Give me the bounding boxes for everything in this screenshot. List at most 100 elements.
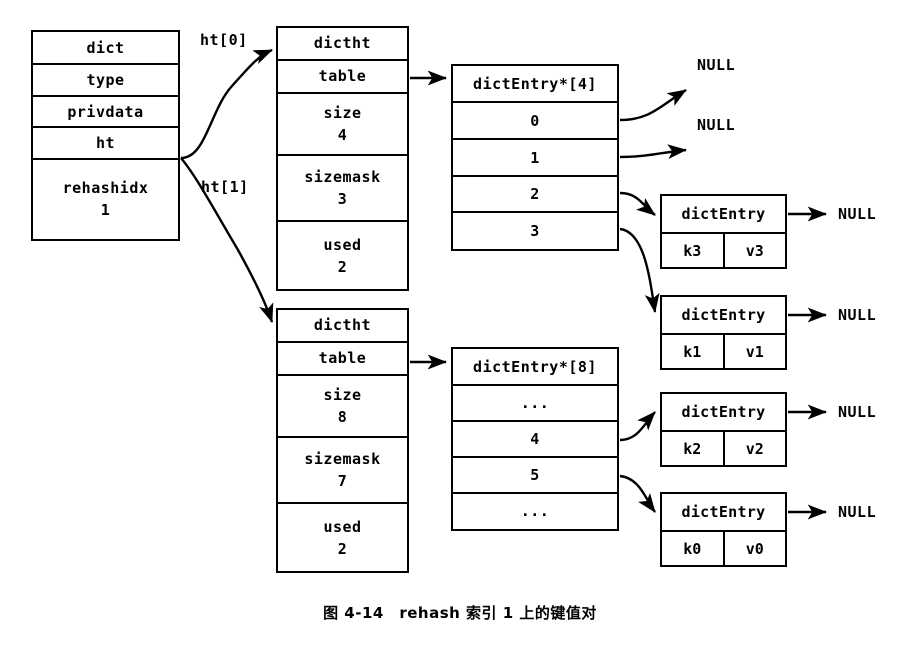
table1-slot-5-label: 5: [530, 466, 540, 484]
dict-entry-3: dictEntry k0 v0: [660, 492, 787, 567]
table1-slot-ellipsis-bottom: ...: [453, 494, 617, 528]
dict-entry-0-key: k3: [662, 234, 725, 267]
table1-slot-5: 5: [453, 458, 617, 494]
dictht1-title: dictht: [278, 310, 407, 343]
table0-slot-1: 1: [453, 140, 617, 177]
wire-slot1-null: [619, 144, 687, 160]
dict-entry-0-kv: k3 v3: [662, 234, 785, 267]
dict-field-privdata-label: privdata: [67, 102, 144, 121]
dictht1-field-used-value: 2: [337, 539, 348, 558]
dict-entry-2-key: k2: [662, 432, 725, 465]
dict-entry-0-value: v3: [745, 241, 764, 260]
dict-field-rehashidx: rehashidx 1: [33, 160, 178, 238]
dict-field-type: type: [33, 65, 178, 97]
table0-title-label: dictEntry*[4]: [473, 74, 597, 93]
dictht1-struct: dictht table size 8 sizemask 7 used 2: [276, 308, 409, 573]
table1-slot-ellipsis-top: ...: [453, 386, 617, 422]
dictht1-field-size-value: 8: [337, 407, 348, 426]
dict-entry-1-kv: k1 v1: [662, 335, 785, 368]
wire-slot2-entry0: [619, 191, 656, 216]
dictht0-field-used-value: 2: [337, 257, 348, 276]
dictht0-title: dictht: [278, 28, 407, 61]
table0-slot-1-label: 1: [530, 148, 540, 167]
table0-slot-2: 2: [453, 177, 617, 213]
dictht1-field-size: size 8: [278, 375, 407, 438]
dictht1-field-used-label: used: [323, 517, 362, 536]
dictht0-field-sizemask-label: sizemask: [304, 167, 381, 186]
dict-entry-3-title-label: dictEntry: [681, 503, 766, 521]
dictht0-field-sizemask: sizemask 3: [278, 155, 407, 223]
dictht1-field-sizemask: sizemask 7: [278, 437, 407, 505]
table1-slot-ellipsis-top-label: ...: [520, 394, 550, 412]
wire-ht0: [180, 48, 273, 160]
null-label-slot0: NULL: [697, 56, 736, 74]
null-label-entry2: NULL: [838, 403, 877, 421]
figure-caption: 图 4-14 rehash 索引 1 上的键值对: [323, 604, 597, 622]
ht1-pointer-label: ht[1]: [201, 178, 249, 196]
dict-entry-1: dictEntry k1 v1: [660, 295, 787, 370]
dictht0-field-table-label: table: [318, 67, 367, 86]
dict-field-ht-label: ht: [95, 134, 116, 152]
table0-slot-0-label: 0: [530, 111, 540, 130]
wire-slot3-entry1: [619, 227, 660, 313]
dictht0-field-size-value: 4: [337, 125, 348, 144]
dictht0-field-size-label: size: [323, 103, 362, 122]
dictht0-title-label: dictht: [313, 34, 372, 53]
wire-slot4-entry2: [619, 411, 656, 442]
ht0-pointer-label: ht[0]: [200, 31, 248, 49]
dict-entry-0-title: dictEntry: [662, 196, 785, 234]
table1-title-label: dictEntry*[8]: [473, 357, 597, 376]
dict-entry-0: dictEntry k3 v3: [660, 194, 787, 269]
dict-entry-1-title-label: dictEntry: [681, 306, 766, 324]
dict-field-privdata: privdata: [33, 97, 178, 128]
table0-slot-3: 3: [453, 213, 617, 248]
dict-entry-2-title-label: dictEntry: [681, 403, 766, 421]
null-label-slot1: NULL: [697, 116, 736, 134]
wire-slot5-entry3: [619, 474, 656, 513]
dict-entry-0-title-label: dictEntry: [681, 205, 766, 223]
dictht0-field-used: used 2: [278, 222, 407, 289]
table1-struct: dictEntry*[8] ... 4 5 ...: [451, 347, 619, 531]
dictht0-field-size: size 4: [278, 93, 407, 156]
dict-entry-2-kv: k2 v2: [662, 432, 785, 465]
dict-title-label: dict: [86, 38, 125, 57]
dict-entry-2: dictEntry k2 v2: [660, 392, 787, 467]
dict-entry-3-key: k0: [662, 532, 725, 565]
dict-entry-1-value: v1: [745, 342, 764, 361]
dictht1-field-sizemask-label: sizemask: [304, 449, 381, 468]
dict-field-type-label: type: [86, 71, 125, 89]
dict-entry-2-title: dictEntry: [662, 394, 785, 432]
dict-field-rehashidx-label: rehashidx: [62, 179, 149, 197]
table1-slot-ellipsis-bottom-label: ...: [520, 502, 550, 520]
dictht0-struct: dictht table size 4 sizemask 3 used 2: [276, 26, 409, 291]
dict-entry-3-value: v0: [745, 539, 764, 558]
dict-title: dict: [33, 32, 178, 65]
table0-struct: dictEntry*[4] 0 1 2 3: [451, 64, 619, 251]
dict-entry-3-title: dictEntry: [662, 494, 785, 532]
dictht0-field-table: table: [278, 60, 407, 94]
table0-slot-0: 0: [453, 103, 617, 140]
dictht1-field-table: table: [278, 342, 407, 376]
null-label-entry3: NULL: [838, 503, 877, 521]
null-label-entry0: NULL: [838, 205, 877, 223]
dict-field-rehashidx-value: 1: [100, 201, 111, 219]
dict-field-ht: ht: [33, 128, 178, 160]
dict-struct: dict type privdata ht rehashidx 1: [31, 30, 180, 241]
dictht0-field-used-label: used: [323, 235, 362, 254]
dict-entry-2-value: v2: [745, 439, 764, 458]
table0-slot-2-label: 2: [530, 185, 540, 203]
table0-slot-3-label: 3: [530, 221, 540, 240]
dictht1-title-label: dictht: [313, 316, 372, 335]
table1-slot-4: 4: [453, 422, 617, 458]
dict-entry-1-title: dictEntry: [662, 297, 785, 335]
dict-entry-3-kv: k0 v0: [662, 532, 785, 565]
wire-slot0-null: [619, 88, 687, 122]
dictht0-field-sizemask-value: 3: [337, 189, 348, 208]
null-label-entry1: NULL: [838, 306, 877, 324]
dictht1-field-sizemask-value: 7: [337, 471, 348, 490]
dictht1-field-table-label: table: [318, 349, 367, 368]
dict-entry-1-key: k1: [662, 335, 725, 368]
table1-title: dictEntry*[8]: [453, 349, 617, 386]
table0-title: dictEntry*[4]: [453, 66, 617, 103]
